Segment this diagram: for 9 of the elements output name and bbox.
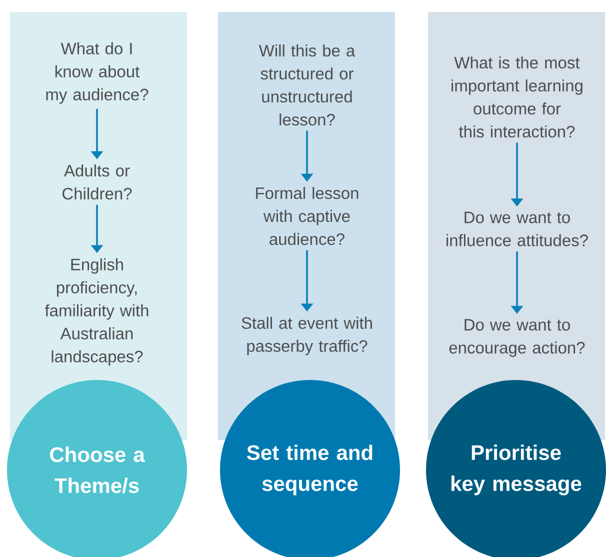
question-text: Adults or Children?	[62, 164, 132, 200]
question-text: English proficiency, familiarity with Australian landscapes?	[44, 258, 148, 366]
question-text: Stall at event with passerby traffic?	[242, 316, 372, 356]
question-text: Will this be a structured or unstructured lesson?	[258, 44, 356, 126]
question-text: Do we want to encourage action?	[449, 319, 585, 357]
question-text: What is the most important learning outcome for this interaction?	[452, 56, 582, 138]
question-text: Do we want to influence attitudes?	[446, 212, 588, 246]
question-text: Formal lesson with captive audience?	[256, 186, 358, 246]
question-text: What do I know about my audience?	[46, 42, 148, 104]
